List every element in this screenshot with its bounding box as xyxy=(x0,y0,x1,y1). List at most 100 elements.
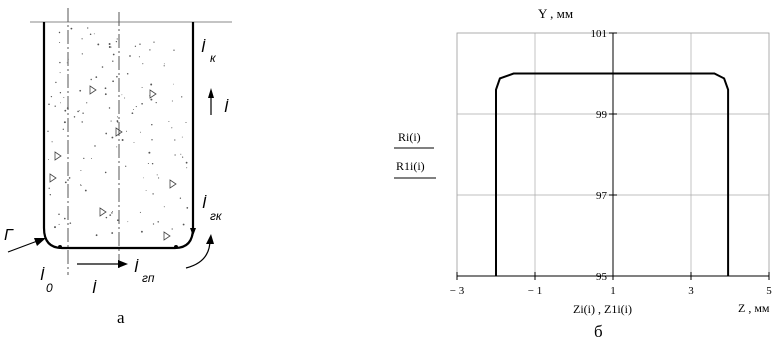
speckle xyxy=(116,121,119,123)
speckle xyxy=(79,89,82,92)
speckle xyxy=(148,151,151,154)
speckle xyxy=(111,232,114,234)
speckle xyxy=(116,219,119,222)
speckle xyxy=(179,197,182,199)
y-tick-label: 99 xyxy=(596,109,608,121)
speckle xyxy=(157,221,159,223)
speckle xyxy=(59,61,61,64)
speckle xyxy=(112,211,113,212)
speckle xyxy=(185,161,188,164)
speckle xyxy=(173,83,174,85)
speckle xyxy=(104,93,107,96)
label-igk: İ xyxy=(202,193,207,212)
speckle xyxy=(186,207,189,209)
speckle xyxy=(49,194,51,196)
speckle xyxy=(129,55,131,57)
speckle xyxy=(48,158,49,160)
speckle xyxy=(116,116,119,118)
bottom-arrow-head xyxy=(118,260,128,268)
speckle xyxy=(51,141,53,143)
speckle xyxy=(180,153,182,155)
speckle xyxy=(151,139,153,141)
speckle xyxy=(171,127,173,129)
curved-arrow-head xyxy=(206,234,214,244)
corner-point-right xyxy=(174,245,178,249)
label-gamma: Γ xyxy=(4,227,14,244)
speckle xyxy=(67,58,69,60)
speckle xyxy=(110,120,112,122)
y-axis-title: Y , мм xyxy=(538,6,573,21)
speckle xyxy=(127,221,129,223)
speckle xyxy=(64,217,66,220)
speckle xyxy=(54,226,56,229)
speckle xyxy=(163,63,165,65)
y-tick-label: 97 xyxy=(596,190,608,202)
y-tick-label: 101 xyxy=(591,28,608,40)
speckle xyxy=(90,158,92,159)
speckle xyxy=(64,181,67,184)
speckle xyxy=(141,102,143,105)
speckle xyxy=(59,41,61,44)
speckle xyxy=(83,157,85,160)
speckle xyxy=(153,41,155,43)
x-tick-label: 1 xyxy=(610,285,616,297)
speckle xyxy=(142,177,144,179)
speckle xyxy=(50,95,53,98)
label-igp-sub: гп xyxy=(142,271,155,285)
speckle xyxy=(66,107,69,110)
speckle xyxy=(93,33,95,35)
speckle xyxy=(112,60,114,62)
label-ik: İ xyxy=(201,37,206,56)
label-i-up: İ xyxy=(224,97,229,116)
speckle xyxy=(80,184,82,186)
speckle xyxy=(58,223,60,225)
speckle xyxy=(152,223,155,225)
up-arrow-head xyxy=(208,88,214,98)
label-igp: İ xyxy=(134,257,139,276)
speckle xyxy=(97,43,100,46)
speckle xyxy=(151,162,154,165)
speckle xyxy=(111,136,114,139)
speckle xyxy=(139,43,141,45)
legend-top: Ri(i) xyxy=(398,130,421,144)
speckle xyxy=(89,33,92,36)
speckle xyxy=(133,142,135,144)
speckle xyxy=(68,177,71,179)
speckle xyxy=(87,27,89,29)
speckle xyxy=(59,72,61,74)
speckle xyxy=(142,63,144,65)
speckle xyxy=(132,109,134,110)
speckle xyxy=(182,223,185,226)
speckle xyxy=(150,83,153,86)
speckle xyxy=(182,156,184,158)
speckle xyxy=(135,106,137,108)
speckle xyxy=(64,109,67,112)
speckle xyxy=(126,72,129,75)
speckle xyxy=(140,230,143,233)
speckle xyxy=(90,78,92,81)
gamma-arrow-shaft xyxy=(7,239,41,253)
caption-a: а xyxy=(117,308,125,327)
speckle xyxy=(54,105,56,107)
speckle xyxy=(174,139,176,141)
speckle xyxy=(48,187,50,189)
speckle xyxy=(116,75,118,78)
speckle xyxy=(134,45,137,47)
x-tick-label: 5 xyxy=(766,285,772,297)
speckle xyxy=(121,139,124,141)
speckle xyxy=(171,100,173,102)
speckle xyxy=(63,97,65,99)
speckle xyxy=(69,222,72,224)
speckle xyxy=(70,27,73,30)
speckle xyxy=(171,228,173,230)
x-series-label: Zi(i) , Z1i(i) xyxy=(573,302,632,316)
series-line xyxy=(495,72,730,276)
speckle xyxy=(58,31,61,34)
label-igk-sub: гк xyxy=(210,209,223,223)
speckle xyxy=(125,165,127,167)
speckle xyxy=(108,43,111,45)
speckle xyxy=(181,136,183,138)
label-ik-sub: к xyxy=(210,51,217,65)
speckle xyxy=(112,53,115,56)
speckle xyxy=(80,170,82,171)
